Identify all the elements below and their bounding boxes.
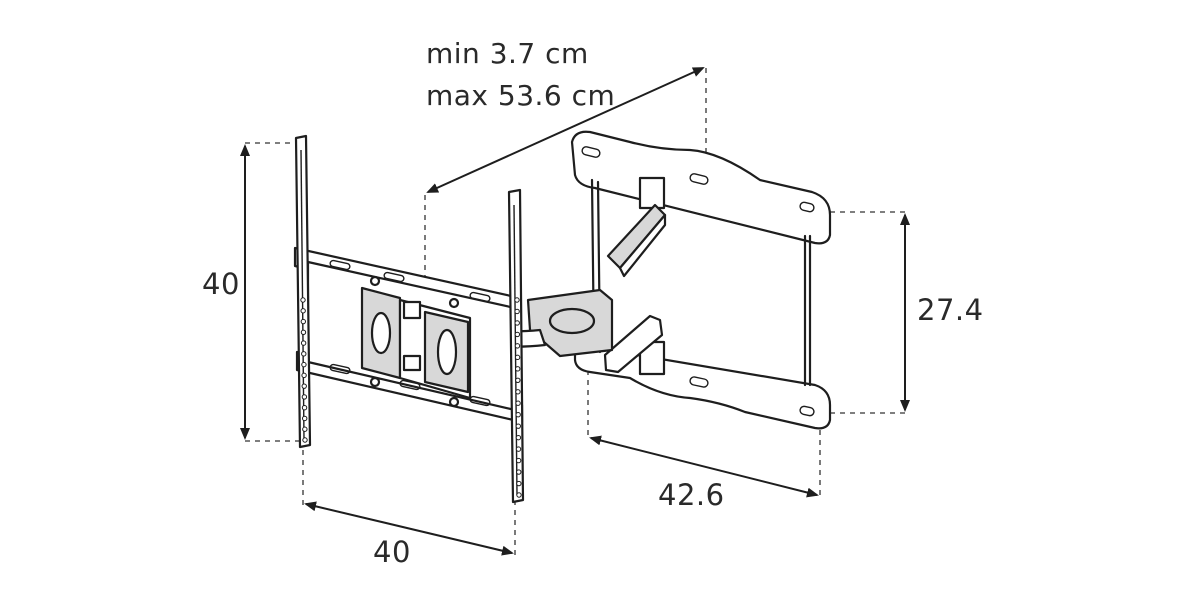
- extension-dimension: [424, 67, 707, 280]
- bracket-hole: [515, 434, 522, 441]
- bracket-hole: [514, 354, 521, 361]
- bracket-hole: [515, 366, 521, 372]
- bracket-hole: [516, 480, 522, 487]
- bracket-hole: [301, 351, 307, 357]
- extension-max-label: max 53.6 cm: [426, 79, 616, 112]
- bracket-hole: [514, 308, 520, 315]
- bracket-hole: [515, 457, 522, 464]
- bracket-hole: [300, 340, 307, 346]
- bracket-hole: [301, 372, 307, 379]
- wall-plate-width-label: 42.6: [658, 478, 725, 512]
- bracket-hole: [302, 426, 308, 432]
- left-height-dimension: [240, 142, 300, 442]
- bracket-hole: [515, 389, 521, 395]
- bracket-hole: [515, 423, 521, 429]
- bracket-holes: [300, 297, 522, 498]
- bracket-hole: [514, 320, 520, 326]
- wall-plate-width-dimension: [587, 370, 821, 498]
- extension-min-label: min 3.7 cm: [426, 37, 589, 70]
- bracket-hole: [301, 394, 308, 400]
- wall-plate-height-dimension: [830, 211, 910, 414]
- bracket-hole: [300, 318, 307, 325]
- bracket-hole: [516, 469, 522, 475]
- bracket-hole: [300, 329, 307, 336]
- left-width-dimension: [302, 450, 516, 556]
- left-width-label: 40: [373, 535, 411, 569]
- swing-arms: [463, 203, 667, 374]
- bracket-hole: [301, 415, 308, 422]
- bracket-hole: [515, 446, 522, 452]
- wall-plate: [570, 130, 832, 430]
- bracket-hole: [514, 343, 521, 349]
- wall-plate-height-label: 27.4: [917, 293, 984, 327]
- bracket-hole: [300, 308, 306, 314]
- tv-bracket-frame: [293, 246, 524, 424]
- bracket-hole: [514, 331, 521, 338]
- left-height-label: 40: [202, 267, 240, 301]
- bracket-hole: [301, 361, 307, 368]
- bracket-hole: [516, 492, 522, 498]
- bracket-hole: [300, 297, 306, 303]
- bracket-hole: [514, 297, 520, 303]
- bracket-hole: [515, 377, 521, 383]
- bracket-hole: [515, 400, 521, 406]
- bracket-hole: [301, 404, 308, 411]
- bracket-hole: [515, 412, 521, 418]
- bracket-hole: [302, 437, 308, 443]
- left-vertical-bracket: [294, 134, 312, 449]
- bracket-hole: [301, 383, 307, 389]
